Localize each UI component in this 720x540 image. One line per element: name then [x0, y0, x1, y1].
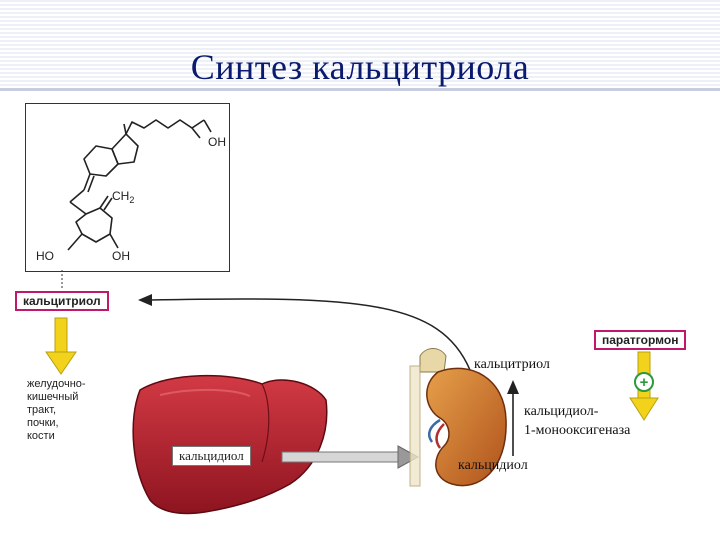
title-banner — [0, 0, 720, 90]
target-arrow — [45, 317, 77, 375]
page-title: Синтез кальцитриола — [190, 47, 530, 87]
stimulation-plus-icon — [634, 372, 654, 392]
conversion-arrow — [507, 380, 519, 456]
target-item: почки, — [27, 417, 59, 429]
calcitriol-box: кальцитриол — [15, 291, 109, 311]
oh-right-label: OH — [112, 249, 130, 263]
oh-top-label: OH — [208, 135, 226, 149]
calcitriol-structure: OH CH2 HO OH — [36, 119, 226, 263]
kidney-illustration — [409, 348, 507, 487]
plus-sign: + — [640, 374, 649, 391]
enzyme-label-line2: 1-монооксигеназа — [524, 423, 631, 438]
title-underline — [0, 88, 720, 91]
target-organs-list: желудочно- кишечный тракт, почки, кости — [27, 378, 86, 443]
return-arrow-head — [138, 294, 152, 306]
target-item: кости — [27, 430, 55, 442]
kidney-calcitriol-label: кальцитриол — [474, 357, 550, 372]
kidney-calcidiol-label: кальцидиол — [458, 458, 528, 473]
liver-calcidiol-label: кальцидиол — [172, 446, 251, 466]
pth-box: паратгормон — [594, 330, 687, 350]
calcitriol-structure-panel: OH CH2 HO OH — [25, 103, 230, 272]
liver-illustration — [132, 374, 328, 515]
liver-to-kidney-arrow — [281, 445, 420, 469]
target-item: кишечный — [27, 391, 79, 403]
return-arrow-line — [149, 298, 471, 371]
enzyme-label-line1: кальцидиол- — [524, 404, 599, 419]
ho-left-label: HO — [36, 249, 54, 263]
target-item: тракт, — [27, 404, 57, 416]
ch2-label: CH2 — [112, 189, 134, 205]
target-item: желудочно- — [27, 378, 86, 390]
